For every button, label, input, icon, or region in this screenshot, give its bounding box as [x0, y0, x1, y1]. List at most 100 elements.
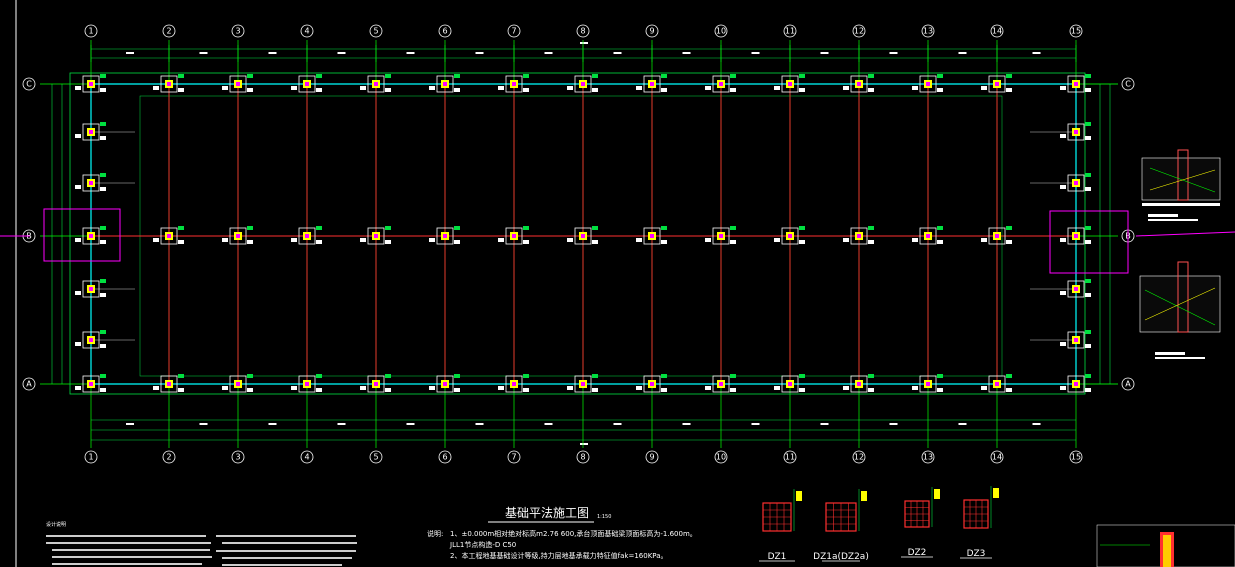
footing-a3-core [236, 382, 240, 386]
footing-gable-right-4-core [1074, 287, 1078, 291]
axis-label-bottom-14: 14 [992, 453, 1002, 462]
footing-b8-pad [574, 227, 592, 245]
note-text-line-7 [222, 542, 357, 544]
footing-a8-pad [574, 375, 592, 393]
footing-c6-tag [454, 74, 460, 78]
footing-a4-label-a [291, 386, 297, 390]
footing-b6-label-b [454, 240, 460, 244]
footing-a9-tag [661, 374, 667, 378]
axis-label-bottom-15: 15 [1071, 453, 1081, 462]
footing-gable-left-2-core [89, 181, 93, 185]
footing-b6-label-a [429, 238, 435, 242]
footing-gable-left-1-tag [100, 122, 106, 126]
footing-b7-tag [523, 226, 529, 230]
footing-c7-label-a [498, 86, 504, 90]
footing-b4-label-a [291, 238, 297, 242]
footing-a15-label-a [1060, 386, 1066, 390]
footing-b5-label-b [385, 240, 391, 244]
axis-bubble-top-11 [783, 24, 797, 38]
footing-a6-core [443, 382, 447, 386]
footing-a10-core [719, 382, 723, 386]
footing-b7-pad [505, 227, 523, 245]
footing-gable-left-3-label-b [100, 240, 106, 244]
footing-c1-label-b [100, 88, 106, 92]
detail-tag-3 [934, 489, 940, 499]
axis-label-top-11: 11 [785, 27, 795, 36]
footing-gable-left-3-pad [82, 227, 100, 245]
footing-b5-core [374, 234, 378, 238]
axis-label-top-2: 2 [166, 27, 171, 36]
axis-bubble-top-5 [369, 24, 383, 38]
footing-c14-pad [988, 75, 1006, 93]
footing-c12-pad [850, 75, 868, 93]
footing-c11-pad [781, 75, 799, 93]
column-layer [75, 74, 1091, 393]
footing-c11-label-a [774, 86, 780, 90]
footing-a5-tag [385, 374, 391, 378]
footing-c7-tag [523, 74, 529, 78]
footing-b13-pad [919, 227, 937, 245]
footing-b9-core [650, 234, 654, 238]
footing-gable-right-5-label-b [1085, 344, 1091, 348]
footing-c7-label-b [523, 88, 529, 92]
footing-c12-tag [868, 74, 874, 78]
footing-a12-label-a [843, 386, 849, 390]
footing-c10-label-b [730, 88, 736, 92]
footing-b11-label-b [799, 240, 805, 244]
footing-c1-tag [100, 74, 106, 78]
footing-a11-tag [799, 374, 805, 378]
section-detail-2 [1139, 261, 1221, 359]
footing-gable-left-3-tag [100, 226, 106, 230]
axis-bubble-left-A [22, 377, 36, 391]
footing-c8-pad [574, 75, 592, 93]
footing-c9-tag [661, 74, 667, 78]
footing-c6-pad [436, 75, 454, 93]
footing-b8-tag [592, 226, 598, 230]
footing-b3-label-b [247, 240, 253, 244]
footing-b14-label-b [1006, 240, 1012, 244]
footing-gable-left-4-pad [82, 280, 100, 298]
footing-c9-pad [643, 75, 661, 93]
footing-c4-core [305, 82, 309, 86]
dim-text-bottom-12 [889, 423, 898, 425]
footing-gable-left-2-label-a [75, 185, 81, 189]
footing-b9-tag [661, 226, 667, 230]
axis-bubble-bottom-6 [438, 450, 452, 464]
footing-c5-label-a [360, 86, 366, 90]
footing-c13-label-b [937, 88, 943, 92]
footing-gable-right-4-label-a [1060, 291, 1066, 295]
footing-a11-label-b [799, 388, 805, 392]
footing-a13-label-a [912, 386, 918, 390]
footing-gable-right-1-label-a [1060, 134, 1066, 138]
axis-bubble-top-13 [921, 24, 935, 38]
footing-b4-pad [298, 227, 316, 245]
footing-c10-core [719, 82, 723, 86]
footing-b2-tag [178, 226, 184, 230]
footing-b10-label-b [730, 240, 736, 244]
partial-detail-bottom-right [1096, 524, 1235, 567]
footing-a2-pad [160, 375, 178, 393]
detail-tag-4 [993, 488, 999, 498]
footing-gable-right-3-tag [1085, 226, 1091, 230]
footing-a3-tag [247, 374, 253, 378]
footing-c11-tag [799, 74, 805, 78]
note-text-line-9 [222, 557, 352, 559]
dim-text-bottom-9 [682, 423, 691, 425]
footing-gable-left-2-label-b [100, 187, 106, 191]
footing-b12-tag [868, 226, 874, 230]
footing-b9-label-b [661, 240, 667, 244]
footing-a8-core [581, 382, 585, 386]
dim-text-bottom-2 [199, 423, 208, 425]
footing-gable-left-5-label-b [100, 344, 106, 348]
footing-b2-label-a [153, 238, 159, 242]
footing-gable-left-5-tag [100, 330, 106, 334]
footing-a1-tag [100, 374, 106, 378]
footing-a10-pad [712, 375, 730, 393]
footing-b10-core [719, 234, 723, 238]
dim-text-bottom-1 [126, 423, 134, 425]
footing-b5-pad [367, 227, 385, 245]
axis-bubble-top-8 [576, 24, 590, 38]
footing-b9-pad [643, 227, 661, 245]
footing-gable-left-5-label-a [75, 342, 81, 346]
footing-c9-label-a [636, 86, 642, 90]
